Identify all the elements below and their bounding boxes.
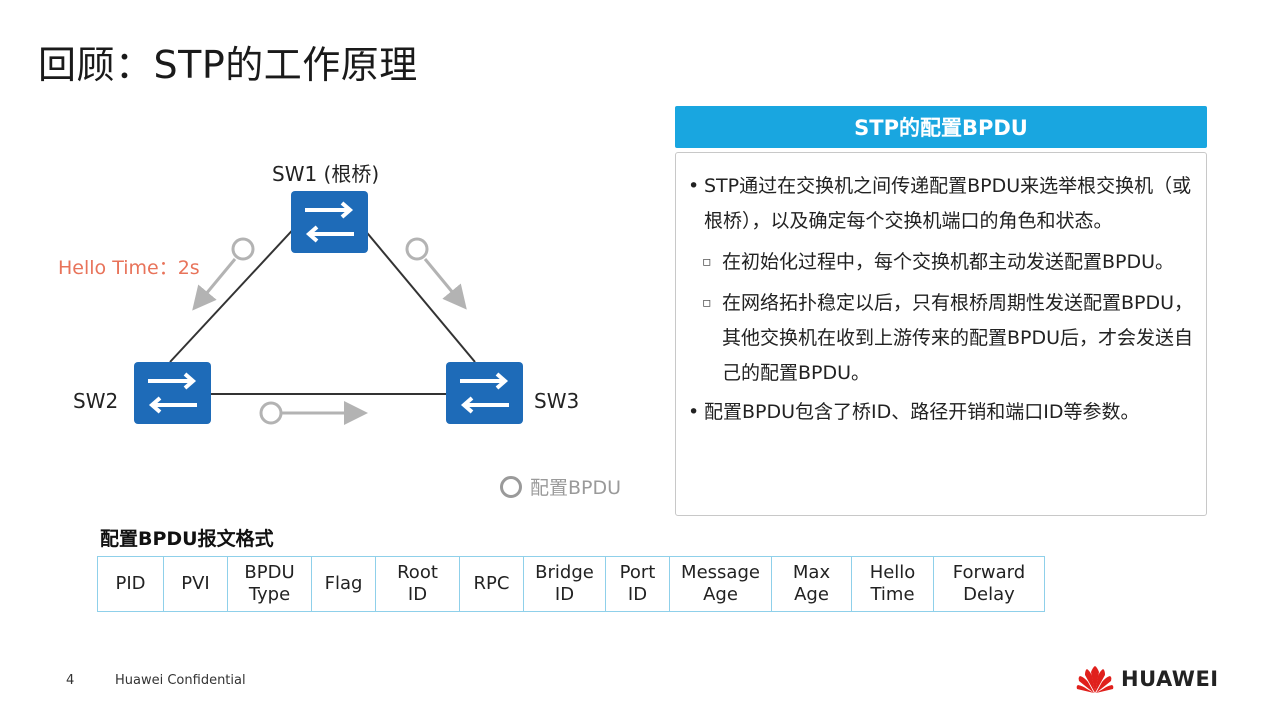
sub-bullet-2: 在网络拓扑稳定以后，只有根桥周期性发送配置BPDU，其他交换机在收到上游传来的配…: [688, 286, 1196, 391]
format-field: Flag: [312, 557, 376, 611]
format-title: 配置BPDU报文格式: [100, 528, 274, 550]
format-field: Port ID: [606, 557, 670, 611]
huawei-logo: HUAWEI: [1075, 664, 1219, 694]
link-sw1-sw3: [357, 221, 476, 363]
switch-sw3-icon: [446, 362, 523, 424]
bpdu-sw2-to-sw3: [259, 401, 368, 425]
format-field: Bridge ID: [524, 557, 606, 611]
sw1-label: SW1 (根桥): [272, 162, 380, 186]
format-field: PVI: [164, 557, 228, 611]
sw3-label: SW3: [534, 389, 580, 413]
format-field: BPDU Type: [228, 557, 312, 611]
hello-time-label: Hello Time：2s: [58, 257, 200, 279]
format-field: Hello Time: [852, 557, 934, 611]
legend-label: 配置BPDU: [530, 477, 622, 499]
panel-body: STP通过在交换机之间传递配置BPDU来选举根交换机（或根桥），以及确定每个交换…: [675, 152, 1207, 516]
bullet-1: STP通过在交换机之间传递配置BPDU来选举根交换机（或根桥），以及确定每个交换…: [688, 169, 1196, 239]
format-field: RPC: [460, 557, 524, 611]
switch-sw2-icon: [134, 362, 211, 424]
format-field: Root ID: [376, 557, 460, 611]
bpdu-sw1-to-sw3: [405, 237, 467, 310]
switch-sw1-icon: [291, 191, 368, 253]
bpdu-sw1-to-sw2: [192, 237, 255, 311]
bpdu-legend-icon: [500, 475, 522, 498]
format-field: Forward Delay: [952, 562, 1026, 605]
bullet-2: 配置BPDU包含了桥ID、路径开销和端口ID等参数。: [688, 395, 1196, 430]
huawei-flower-icon: [1076, 666, 1114, 693]
format-field: Max Age: [772, 557, 852, 611]
page-number: 4: [66, 673, 75, 688]
sub-bullet-1: 在初始化过程中，每个交换机都主动发送配置BPDU。: [688, 245, 1196, 280]
brand-name: HUAWEI: [1121, 667, 1219, 691]
legend: 配置BPDU: [500, 473, 621, 500]
stp-topology-diagram: SW1 (根桥) SW2 SW3 Hello Time：2s 配置BPDU: [0, 0, 660, 520]
format-field: PID: [98, 557, 164, 611]
link-sw1-sw2: [169, 221, 301, 363]
sw2-label: SW2: [73, 389, 119, 413]
format-field: Message Age: [670, 557, 772, 611]
page-title: 回顾：STP的工作原理: [38, 43, 418, 87]
confidential-label: Huawei Confidential: [115, 673, 246, 688]
panel-header: STP的配置BPDU: [675, 106, 1207, 148]
